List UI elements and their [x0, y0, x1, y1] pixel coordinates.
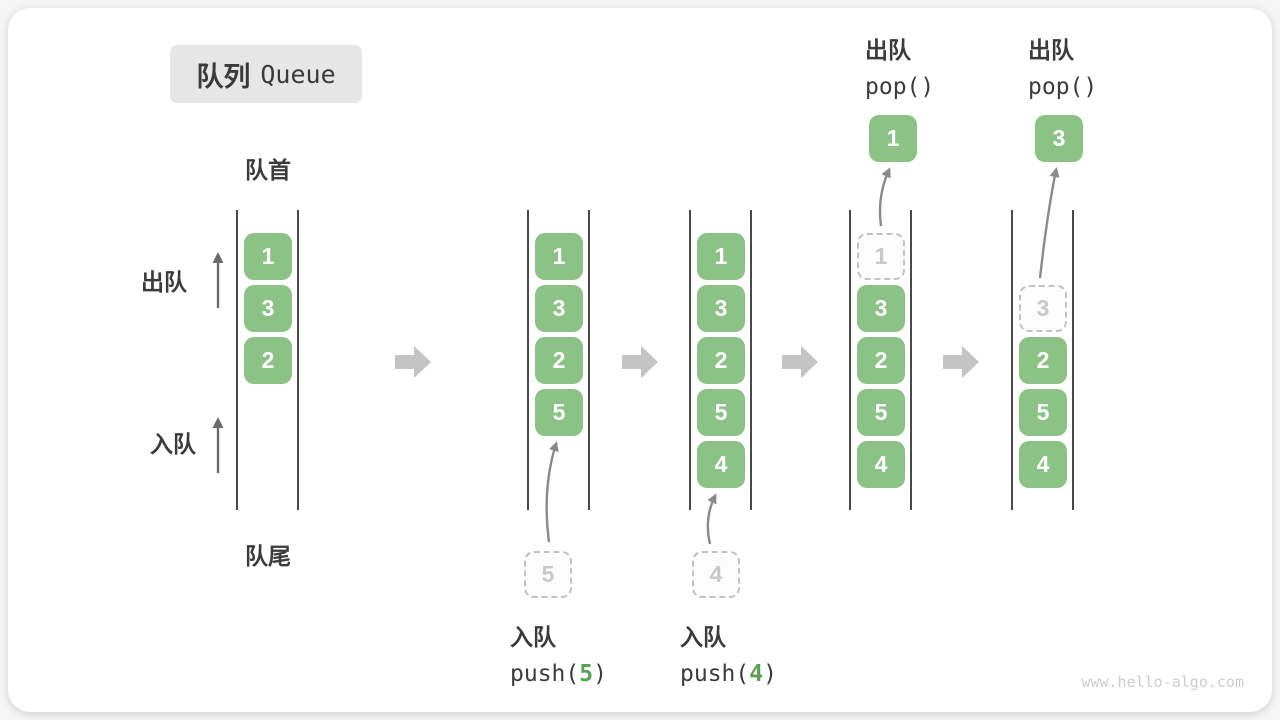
ghost-cell: 3: [1019, 285, 1067, 332]
watermark: www.hello-algo.com: [1081, 673, 1244, 691]
queue-cell: 2: [1019, 337, 1067, 384]
annotation-action: 入队: [680, 624, 726, 650]
queue-cell: 3: [857, 285, 905, 332]
code-arg: 4: [749, 661, 764, 687]
enqueue-path-arrow-5: [545, 441, 559, 543]
code-open: push(: [510, 661, 580, 687]
queue-cell: 2: [244, 337, 292, 384]
annotation-code: pop(): [1028, 74, 1098, 100]
queue-cell: 5: [535, 389, 583, 436]
annotation-action: 出队: [865, 37, 911, 63]
dequeue-path-arrow-3: [1038, 167, 1060, 279]
popped-cell: 1: [869, 115, 917, 162]
transition-arrow: [395, 346, 431, 378]
queue-wall-lines: [236, 210, 1074, 510]
queue-cell: 2: [697, 337, 745, 384]
incoming-cell: 4: [692, 551, 740, 598]
annotation-action: 出队: [1028, 37, 1074, 63]
annotation-pop1: 出队 pop(): [865, 31, 934, 100]
annotation-push5: 入队 push(5): [510, 618, 607, 687]
incoming-cell: 5: [524, 551, 572, 598]
title-en: Queue: [260, 59, 336, 89]
transition-arrow: [943, 346, 979, 378]
queue-cell: 3: [697, 285, 745, 332]
code-close: ): [593, 661, 607, 687]
queue-cell: 2: [857, 337, 905, 384]
queue-cell: 5: [697, 389, 745, 436]
transition-arrows: [395, 346, 979, 378]
annotation-pop2: 出队 pop(): [1028, 31, 1097, 100]
diagram-title: 队列 Queue: [170, 45, 362, 103]
annotation-code: push(5): [510, 661, 607, 687]
popped-cell: 3: [1035, 115, 1083, 162]
annotation-action: 入队: [510, 624, 556, 650]
label-queue-rear: 队尾: [245, 543, 291, 569]
queue-cell: 5: [857, 389, 905, 436]
enqueue-path-arrow-4: [706, 493, 717, 545]
queue-cell: 2: [535, 337, 583, 384]
queue-cell: 3: [244, 285, 292, 332]
title-zh: 队列: [196, 61, 251, 92]
dequeue-path-arrow-1: [878, 167, 891, 227]
queue-cell: 3: [535, 285, 583, 332]
label-queue-front: 队首: [245, 157, 291, 183]
queue-cell: 4: [857, 441, 905, 488]
label-enqueue: 入队: [150, 431, 196, 457]
ghost-cell: 1: [857, 233, 905, 280]
annotation-push4: 入队 push(4): [680, 618, 777, 687]
queue-cell: 5: [1019, 389, 1067, 436]
code-open: push(: [680, 661, 750, 687]
annotation-code: push(4): [680, 661, 777, 687]
code-arg: 5: [579, 661, 594, 687]
transition-arrow: [782, 346, 818, 378]
code-close: ): [763, 661, 777, 687]
annotation-code: pop(): [865, 74, 935, 100]
queue-cell: 1: [535, 233, 583, 280]
transition-arrow: [622, 346, 658, 378]
queue-cell: 1: [244, 233, 292, 280]
label-dequeue: 出队: [141, 269, 187, 295]
queue-cell: 4: [697, 441, 745, 488]
queue-cell: 1: [697, 233, 745, 280]
queue-cell: 4: [1019, 441, 1067, 488]
